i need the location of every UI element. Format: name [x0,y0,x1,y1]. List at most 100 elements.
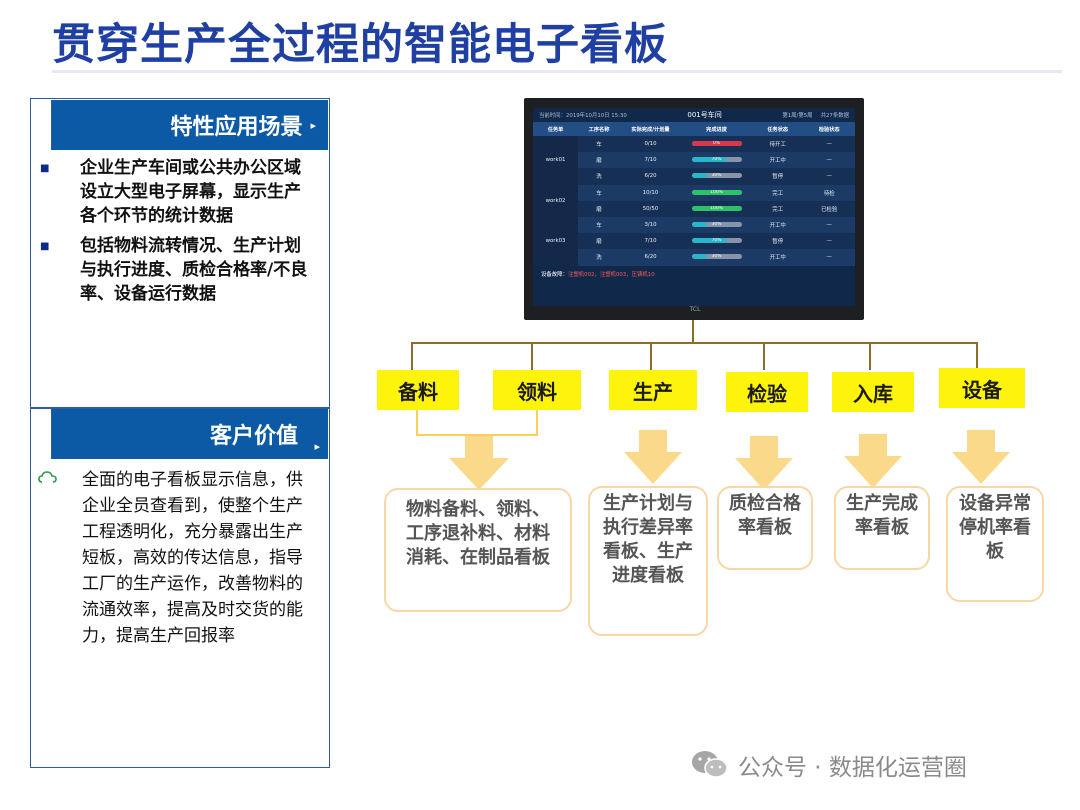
progress-cell: 100% [681,184,752,201]
progress-fill [691,254,707,260]
column-header: 任务状态 [751,122,804,136]
progress-label: 30% [711,222,722,228]
screen-record-count: 共27条数据 [820,113,849,119]
inspection-cell: — [803,168,855,185]
quantity-cell: 0/10 [619,136,682,153]
progress-bar: 30% [691,254,742,260]
quantity-cell: 7/10 [619,152,682,169]
screen-workshop: 001号车间 [687,111,722,119]
progress-cell: 100% [681,200,752,217]
column-header: 完成进度 [681,122,752,136]
progress-label: 70% [711,157,722,163]
bullet-text: 包括物料流转情况、生产计划与执行进度、质检合格率/不良率、设备运行数据 [80,236,308,304]
category-picking: 领料 [493,370,581,410]
process-cell: 洗 [578,249,620,266]
quantity-cell: 6/20 [619,168,682,185]
progress-fill [691,157,727,163]
watermark-text: 公众号 · 数据化运营圈 [738,755,967,781]
scenario-header-label: 特性应用场景 [170,115,303,140]
inspection-cell: — [803,216,855,234]
progress-fill [691,222,707,228]
status-cell: 暂停 [751,168,804,185]
scenario-bullet-list: ■ 企业生产车间或公共办公区域设立大型电子屏幕，显示生产各个环节的统计数据 ■ … [38,156,328,312]
process-cell: 磨 [578,233,620,250]
column-header: 任务单 [533,122,579,136]
arrow-down-icon [624,430,682,484]
caret-right-icon: ▸ [314,440,320,453]
process-cell: 车 [578,216,620,234]
quantity-cell: 6/20 [619,249,682,266]
watermark: 公众号 · 数据化运营圈 [690,748,967,782]
process-cell: 磨 [578,200,620,217]
list-item: ■ 企业生产车间或公共办公区域设立大型电子屏幕，显示生产各个环节的统计数据 [38,156,328,228]
board-material: 物料备料、领料、 工序退补料、材料 消耗、在制品看板 [384,488,572,612]
progress-fill [691,205,742,211]
quantity-cell: 10/10 [619,184,682,201]
category-inspection: 检验 [726,372,808,412]
fault-bar: 设备故障：注塑机002，注塑机003，压铸机10 [533,266,855,284]
arrow-down-icon [449,436,509,490]
column-header: 工序名称 [578,122,620,136]
quantity-cell: 3/10 [619,216,682,234]
screen-paging: 第1周/第5周 共27条数据 [782,111,849,119]
value-text: 全面的电子看板显示信息，供企业全员查看到，使整个生产工程透明化，充分暴露出生产短… [82,470,303,646]
progress-fill [691,238,727,244]
category-warehousing: 入库 [832,372,914,412]
task-id-cell: work03 [533,216,579,266]
quantity-cell: 7/10 [619,233,682,250]
progress-fill [691,141,742,147]
progress-label: 70% [711,238,722,244]
board-quality: 质检合格 率看板 [717,486,813,570]
progress-fill [691,189,742,195]
screen-topbar: 当前时间：2019年10月10日 15:30 001号车间 第1周/第5周 共2… [533,108,855,122]
progress-bar: 100% [691,205,742,211]
square-bullet-icon: ■ [40,163,50,174]
category-production: 生产 [609,370,697,410]
process-cell: 车 [578,136,620,153]
scenario-header: 特性应用场景 ▸ [52,100,328,150]
status-cell: 完工 [751,200,804,217]
progress-label: 30% [711,254,722,260]
title-underline [52,70,1062,73]
tree-branch [869,342,871,370]
status-cell: 暂停 [751,233,804,250]
progress-bar: 30% [691,222,742,228]
tree-branch [650,342,652,370]
tree-branch [411,342,413,370]
square-bullet-icon: ■ [40,241,50,252]
header-notch [31,409,52,459]
column-header: 检验状态 [803,122,855,136]
header-notch [31,100,52,150]
tree-branch [763,342,765,370]
tree-bar [411,342,978,344]
progress-bar: 100% [691,189,742,195]
arrow-down-icon [735,436,793,490]
list-item: ■ 包括物料流转情况、生产计划与执行进度、质检合格率/不良率、设备运行数据 [38,234,328,306]
status-cell: 完工 [751,184,804,201]
progress-bar: 70% [691,157,742,163]
progress-label: 30% [711,173,722,179]
progress-bar: 30% [691,173,742,179]
tree-trunk [692,320,694,342]
progress-label: 100% [710,189,723,195]
inspection-cell: — [803,136,855,153]
value-header: 客户价值 ▸ [52,409,328,459]
process-cell: 洗 [578,168,620,185]
tree-branch [531,342,533,370]
customer-value: 全面的电子看板显示信息，供企业全员查看到，使整个生产工程透明化，充分暴露出生产短… [38,467,328,649]
fault-values: 注塑机002，注塑机003，压铸机10 [567,271,655,278]
kanban-screen: 当前时间：2019年10月10日 15:30 001号车间 第1周/第5周 共2… [533,108,855,306]
screen-datetime: 当前时间：2019年10月10日 15:30 [539,113,627,119]
inspection-cell: 已检验 [803,200,855,217]
merge-bracket [416,410,538,436]
progress-bar: 0% [691,141,742,147]
progress-label: 0% [713,141,720,147]
arrow-down-icon [844,434,902,488]
task-id-cell: work02 [533,184,579,217]
